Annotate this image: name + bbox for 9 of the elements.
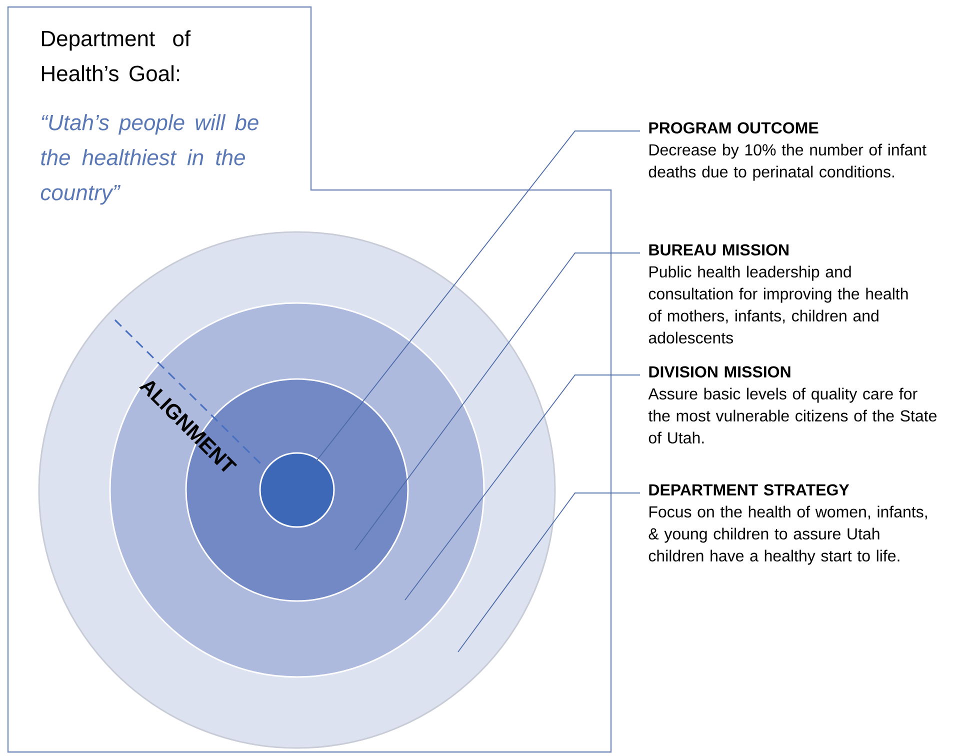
leader-line [354,252,640,550]
callout-text: BUREAU MISSION Public health leadership and consultation for improving the health of mothers, infants, children and adolescents [648,244,908,344]
leader-line [458,492,640,652]
target-ring [259,452,335,528]
callout-text: DEPARTMENT STRATEGY Focus on the health of women, infants, & young children to assure Utah children have a healthy start to life. [648,484,927,565]
callout-text: DIVISION MISSION Assure basic levels of quality care for the most vulnerable citizens of the State of Utah. [648,366,936,444]
callout-text: PROGRAM OUTCOME Decrease by 10% the number of infant deaths due to perinatal conditions. [648,122,926,181]
leader-line [404,374,640,600]
leader-line [314,130,640,464]
